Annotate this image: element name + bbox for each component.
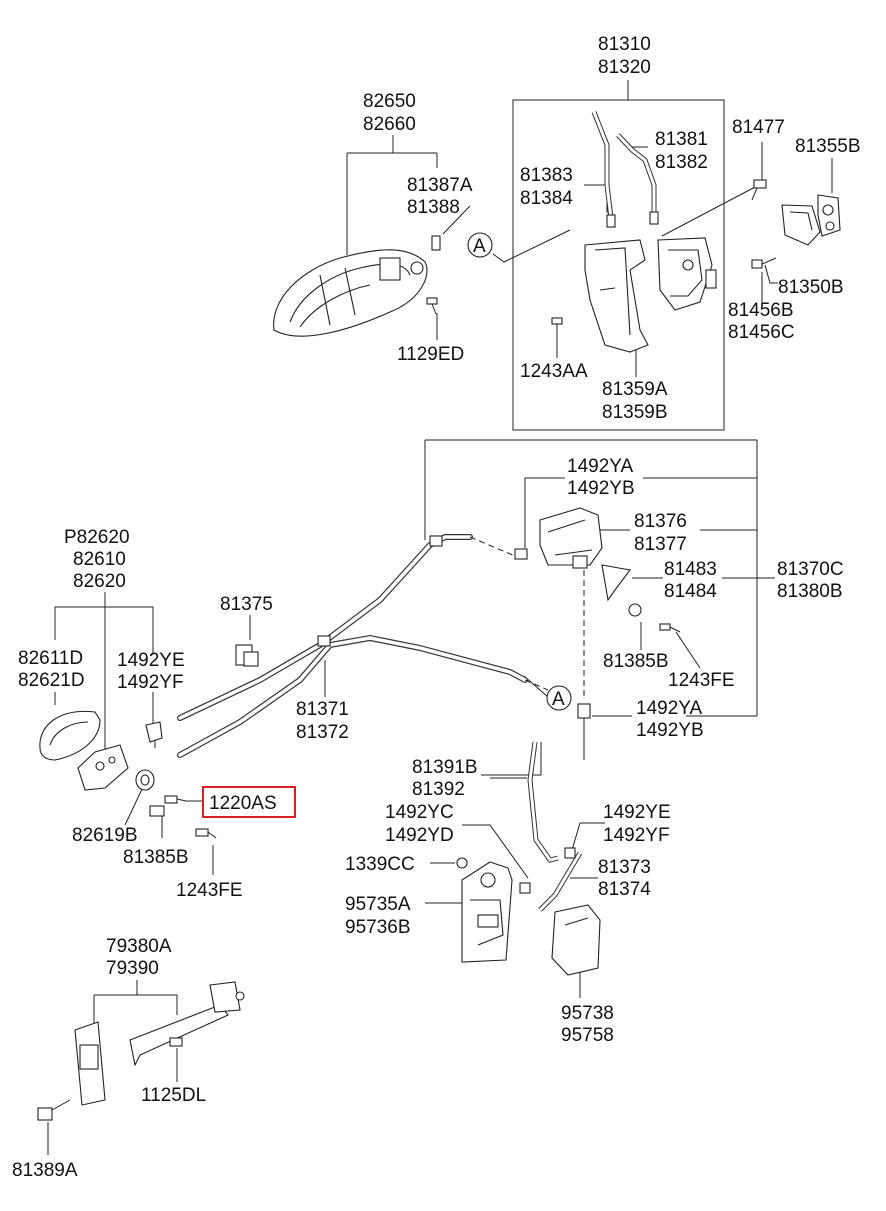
- label-1492yf-left: 1492YF: [117, 672, 184, 693]
- label-79380a: 79380A: [106, 936, 172, 957]
- label-1492ya-top: 1492YA: [567, 456, 634, 477]
- clip-1492ya-bottom: [577, 703, 591, 719]
- leader-lines: [47, 80, 833, 1155]
- label-1492yb-top: 1492YB: [567, 478, 635, 499]
- remote-control-81376: [514, 507, 642, 617]
- label-81376: 81376: [634, 511, 687, 532]
- grommet-81385b-left: [149, 805, 165, 817]
- label-1339cc: 1339CC: [345, 854, 415, 875]
- label-1492ya-bottom: 1492YA: [636, 698, 703, 719]
- label-81381: 81381: [655, 129, 708, 150]
- label-82660: 82660: [363, 114, 416, 135]
- label-82620: 82620: [73, 571, 126, 592]
- screw-1243fe-left: [195, 828, 217, 839]
- label-1243fe-left: 1243FE: [176, 880, 243, 901]
- label-81392: 81392: [412, 779, 465, 800]
- label-81375: 81375: [220, 594, 273, 615]
- bezel-82619b: [135, 769, 155, 791]
- lock-rods: [591, 111, 659, 228]
- label-81350b: 81350B: [778, 277, 844, 298]
- label-81391b: 81391B: [412, 757, 478, 778]
- release-cables: [177, 534, 585, 758]
- label-95735a: 95735A: [345, 894, 411, 915]
- label-81483: 81483: [664, 559, 717, 580]
- outside-door-handle: [273, 235, 441, 337]
- label-81382: 81382: [655, 152, 708, 173]
- striker-81355b: [781, 194, 841, 246]
- label-1492yf-right: 1492YF: [603, 825, 670, 846]
- label-1492ye-left: 1492YE: [117, 650, 185, 671]
- label-1492yd: 1492YD: [385, 825, 454, 846]
- label-81384: 81384: [520, 188, 573, 209]
- bolt-81477: [751, 179, 767, 201]
- label-79390: 79390: [106, 958, 159, 979]
- label-81377: 81377: [634, 534, 687, 555]
- clip-1492ye-left: [145, 721, 163, 748]
- label-82621d: 82621D: [18, 670, 85, 691]
- label-95736b: 95736B: [345, 917, 411, 938]
- bolt-1125dl: [169, 1037, 183, 1047]
- label-81383: 81383: [520, 165, 573, 186]
- label-1492ye-right: 1492YE: [603, 802, 671, 823]
- label-1492yb-bottom: 1492YB: [636, 720, 704, 741]
- label-1129ed: 1129ED: [397, 344, 464, 365]
- label-81359a: 81359A: [602, 379, 668, 400]
- callout-a-upper-text: A: [473, 236, 486, 257]
- label-81477: 81477: [732, 117, 785, 138]
- label-p82620: P82620: [64, 527, 130, 548]
- label-81387a: 81387A: [407, 175, 473, 196]
- callout-a-lower: A: [546, 685, 572, 711]
- label-81385b-right: 81385B: [603, 651, 669, 672]
- screw-1220as: [164, 795, 187, 804]
- lower-rods: [527, 741, 583, 912]
- label-81359b: 81359B: [602, 402, 668, 423]
- callout-a-lower-text: A: [552, 689, 565, 710]
- label-95758: 95758: [561, 1025, 614, 1046]
- label-81374: 81374: [598, 879, 651, 900]
- label-81484: 81484: [664, 581, 717, 602]
- door-latch-assembly: [584, 237, 717, 353]
- callout-a-upper: A: [467, 232, 493, 258]
- label-81456c: 81456C: [728, 322, 795, 343]
- label-81373: 81373: [598, 857, 651, 878]
- label-81372: 81372: [296, 722, 349, 743]
- label-81456b: 81456B: [728, 300, 794, 321]
- actuator-cover-95738: [551, 904, 601, 976]
- label-81355b: 81355B: [795, 136, 861, 157]
- label-81370c: 81370C: [777, 559, 844, 580]
- label-81389a: 81389A: [12, 1160, 78, 1181]
- label-82610: 82610: [73, 549, 126, 570]
- bolt-81456b: [751, 257, 777, 269]
- label-82619b: 82619B: [72, 825, 138, 846]
- label-1243fe-right: 1243FE: [668, 670, 735, 691]
- nut-1339cc: [456, 857, 468, 869]
- label-81320: 81320: [598, 57, 651, 78]
- label-82650: 82650: [363, 91, 416, 112]
- label-82611d: 82611D: [18, 648, 83, 669]
- screw-1243aa: [551, 317, 563, 332]
- label-81380b: 81380B: [777, 581, 843, 602]
- bolt-1129ed: [426, 297, 438, 315]
- inside-door-handle: [39, 710, 129, 791]
- door-checker-79380a: [74, 981, 245, 1106]
- part-labels: 81310 81320 82650 82660 81381 81382 8147…: [12, 34, 861, 1181]
- cable-clip-81375: [235, 644, 259, 667]
- lock-actuator-95735a: [461, 861, 531, 963]
- label-1220as: 1220AS: [209, 793, 277, 814]
- label-81310: 81310: [598, 34, 651, 55]
- label-81388: 81388: [407, 197, 460, 218]
- label-1492yc: 1492YC: [385, 802, 454, 823]
- label-81371: 81371: [296, 699, 349, 720]
- highlight-box: [202, 786, 296, 818]
- label-1243aa: 1243AA: [520, 361, 588, 382]
- screw-1243fe-right: [659, 623, 681, 633]
- label-95738: 95738: [561, 1003, 614, 1024]
- label-81385b-left: 81385B: [123, 847, 189, 868]
- label-1125dl: 1125DL: [141, 1085, 206, 1106]
- bolt-81389a: [37, 1099, 71, 1121]
